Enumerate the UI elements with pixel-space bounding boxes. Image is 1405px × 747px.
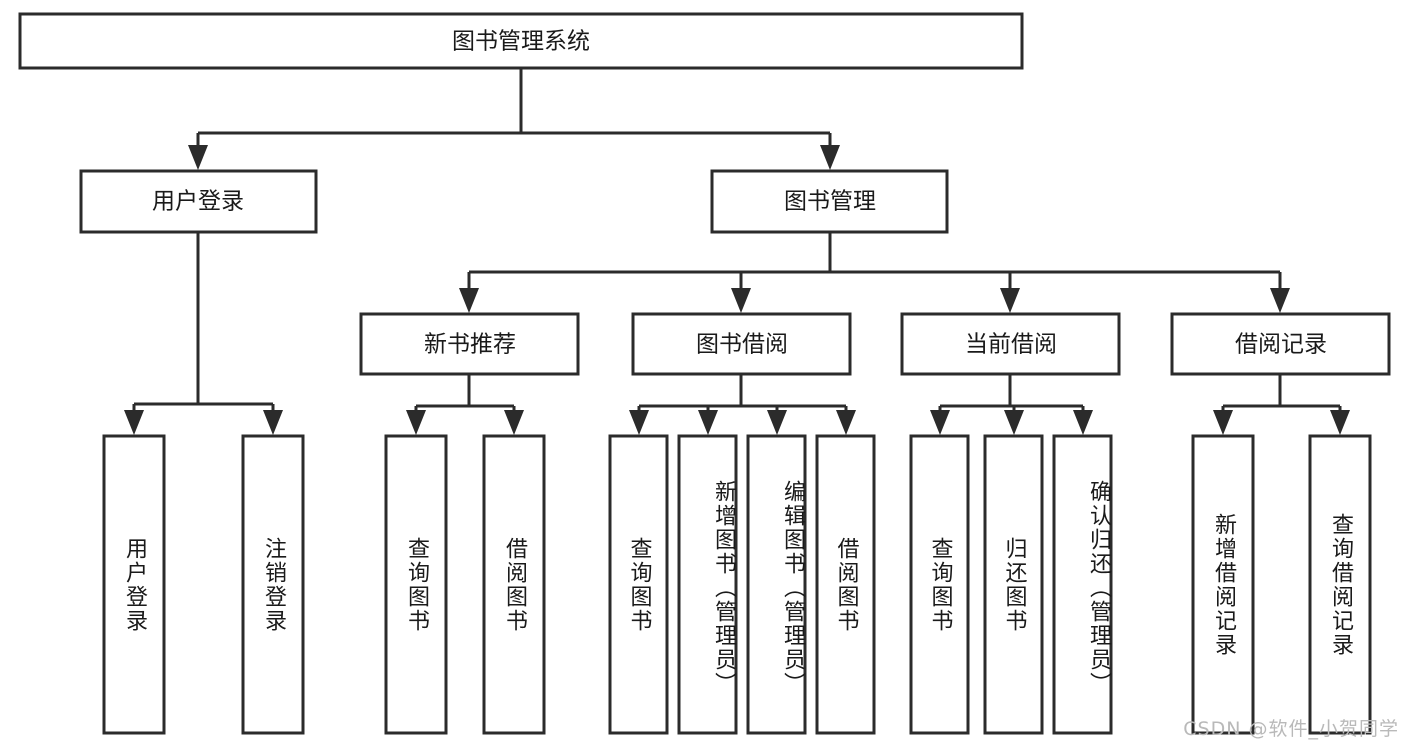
node-borrow-record[interactable]: 借阅记录 bbox=[1170, 312, 1391, 376]
leaf-box-confirm-return[interactable] bbox=[1052, 434, 1113, 735]
node-root-label: 图书管理系统 bbox=[452, 29, 590, 55]
csdn-watermark: CSDN @软件_小贺同学 bbox=[1183, 718, 1399, 740]
leaf-box-logout[interactable] bbox=[241, 434, 305, 735]
arrow-head-book-manage bbox=[820, 145, 840, 170]
arrow-head-leaf-user-login bbox=[124, 410, 144, 435]
connector-group-userlogin-to-leaves bbox=[124, 232, 283, 435]
connector-group-root-to-level2 bbox=[188, 68, 840, 170]
arrow-head-leaf-confirm-return bbox=[1073, 410, 1093, 435]
leaf-box-return-book[interactable] bbox=[983, 434, 1044, 735]
node-book-borrow-box[interactable] bbox=[631, 312, 852, 376]
node-root-box[interactable] bbox=[18, 12, 1024, 70]
arrow-head-leaf-return-book bbox=[1004, 410, 1024, 435]
arrow-head-leaf-query-book-rec bbox=[406, 410, 426, 435]
arrow-head-leaf-add-book bbox=[698, 410, 718, 435]
node-user-login-box[interactable] bbox=[79, 169, 318, 234]
arrow-head-leaf-borrow-book-rec bbox=[504, 410, 524, 435]
arrow-head-leaf-borrow-book bbox=[836, 410, 856, 435]
arrow-head-leaf-edit-book bbox=[767, 410, 787, 435]
node-new-book-rec-box[interactable] bbox=[359, 312, 580, 376]
arrow-head-leaf-add-record bbox=[1213, 410, 1233, 435]
node-current-borrow-label: 当前借阅 bbox=[965, 332, 1057, 358]
arrow-head-leaf-logout bbox=[263, 410, 283, 435]
leaf-box-edit-book[interactable] bbox=[746, 434, 807, 735]
arrow-head-leaf-query-record bbox=[1330, 410, 1350, 435]
arrow-head-new-book-rec bbox=[459, 288, 479, 313]
node-book-borrow-label: 图书借阅 bbox=[696, 332, 788, 358]
node-new-book-rec-label: 新书推荐 bbox=[424, 332, 516, 358]
node-borrow-record-label: 借阅记录 bbox=[1235, 332, 1327, 358]
node-book-manage-box[interactable] bbox=[710, 169, 949, 234]
node-borrow-record-box[interactable] bbox=[1170, 312, 1391, 376]
leaf-box-add-book[interactable] bbox=[677, 434, 738, 735]
leaf-box-query-book-borrow[interactable] bbox=[608, 434, 669, 735]
arrow-head-leaf-query-book-cur bbox=[930, 410, 950, 435]
node-user-login[interactable]: 用户登录 bbox=[79, 169, 318, 234]
connector-group-borrowrecord-to-leaves bbox=[1213, 374, 1350, 435]
leaf-box-query-book-rec[interactable] bbox=[384, 434, 448, 735]
connector-group-bookborrow-to-leaves bbox=[629, 374, 856, 435]
node-root[interactable]: 图书管理系统 bbox=[18, 12, 1024, 70]
connector-group-bookmanage-to-level3 bbox=[459, 232, 1290, 313]
node-book-borrow[interactable]: 图书借阅 bbox=[631, 312, 852, 376]
arrow-head-book-borrow bbox=[731, 288, 751, 313]
leaf-box-borrow-book-rec[interactable] bbox=[482, 434, 546, 735]
leaf-box-add-record[interactable] bbox=[1191, 434, 1255, 735]
node-current-borrow-box[interactable] bbox=[900, 312, 1121, 376]
arrow-head-borrow-record bbox=[1270, 288, 1290, 313]
leaf-box-query-book-cur[interactable] bbox=[909, 434, 970, 735]
node-new-book-rec[interactable]: 新书推荐 bbox=[359, 312, 580, 376]
leaf-box-query-record[interactable] bbox=[1308, 434, 1372, 735]
node-user-login-label: 用户登录 bbox=[152, 189, 244, 215]
arrow-head-leaf-query-book-borrow bbox=[629, 410, 649, 435]
arrow-head-current-borrow bbox=[1000, 288, 1020, 313]
leaf-boxes bbox=[102, 434, 1372, 735]
node-book-manage[interactable]: 图书管理 bbox=[710, 169, 949, 234]
node-current-borrow[interactable]: 当前借阅 bbox=[900, 312, 1121, 376]
node-book-manage-label: 图书管理 bbox=[784, 189, 876, 215]
connector-group-currentborrow-to-leaves bbox=[930, 374, 1093, 435]
leaf-box-borrow-book[interactable] bbox=[815, 434, 876, 735]
connector-group-newbookrec-to-leaves bbox=[406, 374, 524, 435]
leaf-box-user-login[interactable] bbox=[102, 434, 166, 735]
arrow-head-user-login bbox=[188, 145, 208, 170]
